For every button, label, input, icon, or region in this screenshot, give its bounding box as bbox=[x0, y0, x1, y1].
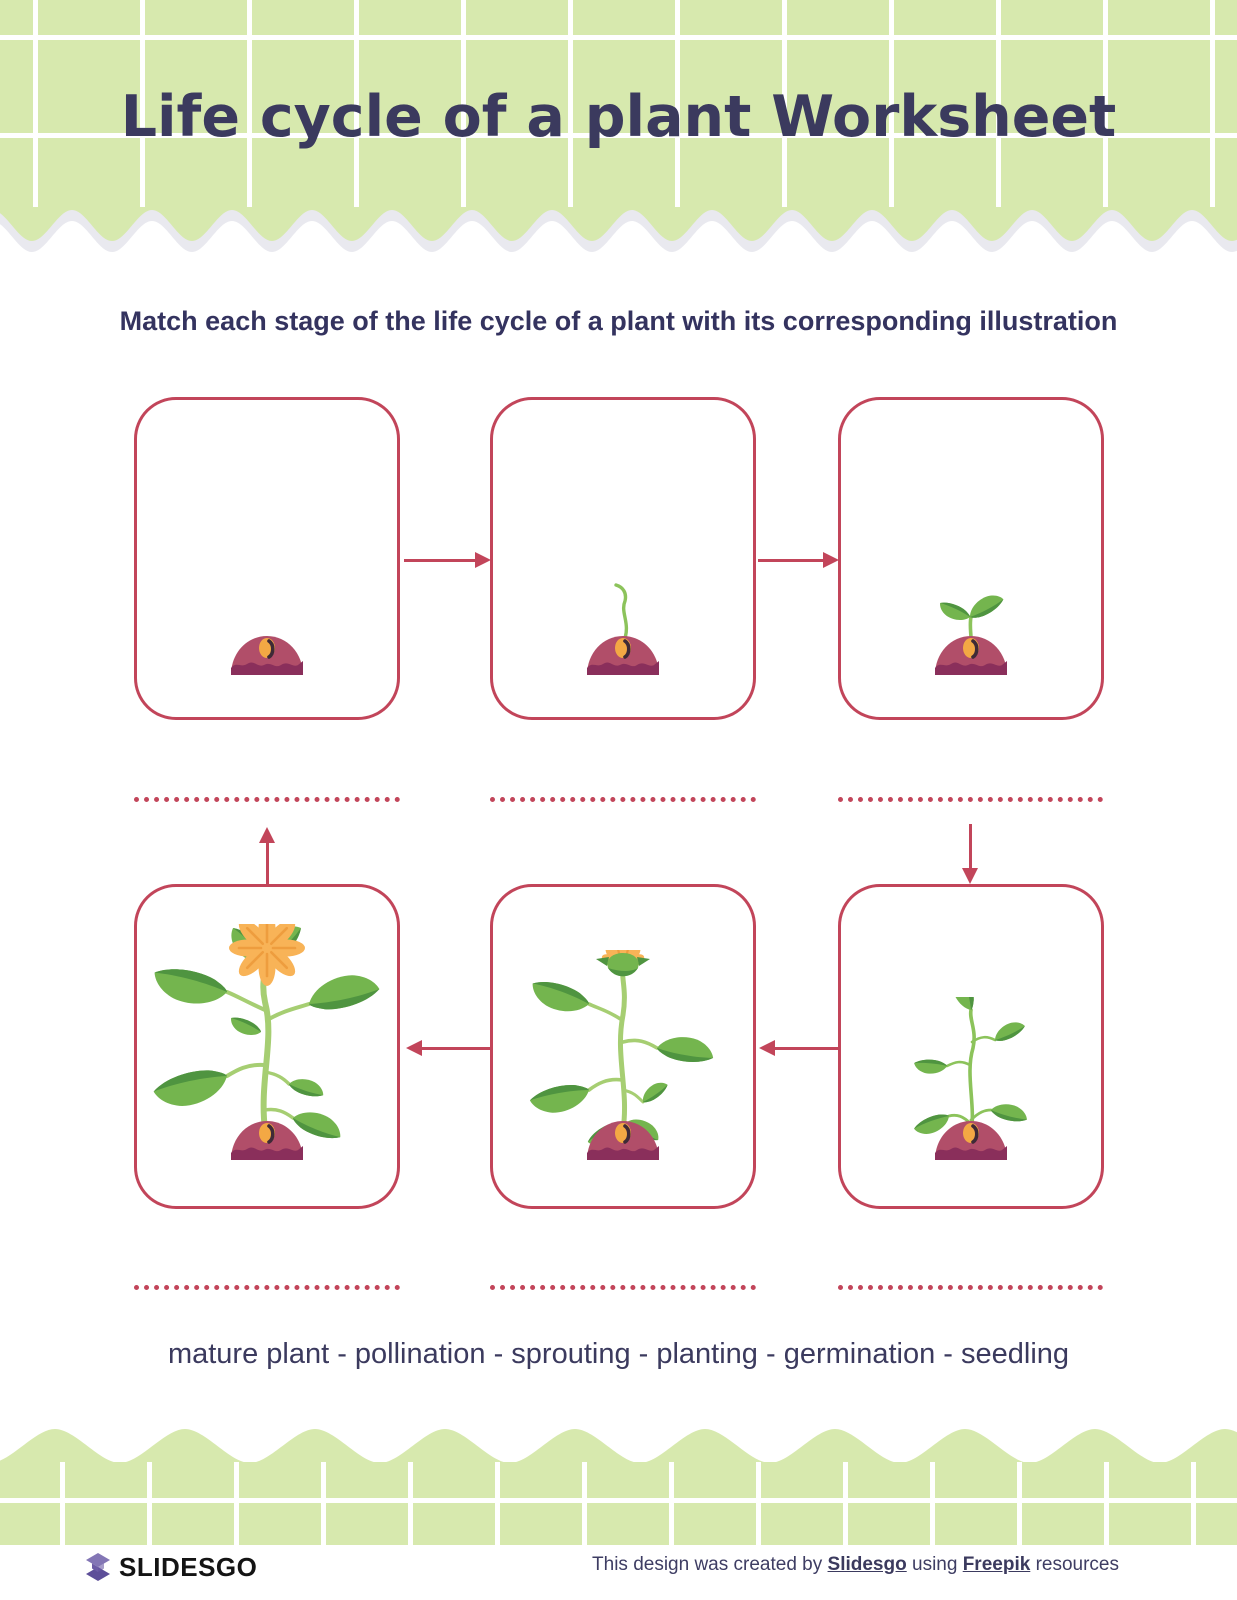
answer-line-2[interactable] bbox=[490, 797, 756, 802]
planting-illustration bbox=[229, 634, 305, 677]
arrow-2-3 bbox=[758, 552, 839, 568]
answer-line-3[interactable] bbox=[838, 797, 1103, 802]
stage-card-planting[interactable] bbox=[134, 397, 400, 720]
arrow-cycle-up bbox=[259, 827, 275, 884]
answer-line-5[interactable] bbox=[490, 1285, 756, 1290]
slidesgo-logo: SLIDESGO bbox=[85, 1545, 257, 1589]
stage-card-mature-plant[interactable] bbox=[134, 884, 400, 1209]
slidesgo-logo-text: SLIDESGO bbox=[119, 1551, 258, 1582]
stage-card-germination[interactable] bbox=[490, 397, 756, 720]
instruction-text: Match each stage of the life cycle of a … bbox=[119, 306, 1118, 336]
slidesgo-logo-icon bbox=[86, 1553, 110, 1581]
credit-text: This design was created by Slidesgo usin… bbox=[592, 1554, 1119, 1576]
bottom-banner-wave bbox=[0, 1429, 1237, 1469]
footer: SLIDESGO This design was created by Slid… bbox=[0, 1545, 1237, 1600]
arrow-3-4-down bbox=[962, 824, 978, 884]
credit-link-freepik[interactable]: Freepik bbox=[962, 1554, 1031, 1575]
stage-card-sprouting[interactable] bbox=[838, 397, 1104, 720]
germination-illustration bbox=[585, 583, 661, 677]
page-title: Life cycle of a plant Worksheet bbox=[120, 84, 1117, 150]
stage-card-pollination[interactable] bbox=[490, 884, 756, 1209]
arrow-1-2 bbox=[404, 552, 491, 568]
top-banner bbox=[0, 0, 1237, 208]
flower-bud bbox=[596, 950, 650, 977]
mature-plant-illustration bbox=[149, 924, 382, 1162]
arrow-4-5 bbox=[759, 1040, 840, 1056]
answer-line-6[interactable] bbox=[134, 1285, 400, 1290]
arrow-5-6 bbox=[406, 1040, 492, 1056]
credit-middle: using bbox=[906, 1554, 963, 1575]
pollination-illustration bbox=[528, 950, 716, 1162]
credit-prefix: This design was created by bbox=[592, 1554, 828, 1575]
word-bank: mature plant - pollination - sprouting -… bbox=[167, 1338, 1070, 1370]
answer-line-4[interactable] bbox=[838, 1285, 1103, 1290]
credit-suffix: resources bbox=[1030, 1554, 1119, 1575]
open-flower bbox=[229, 924, 305, 986]
stage-card-seedling[interactable] bbox=[838, 884, 1104, 1209]
sprouting-illustration bbox=[933, 589, 1009, 677]
top-banner-wave bbox=[0, 207, 1237, 252]
answer-line-1[interactable] bbox=[134, 797, 400, 802]
seedling-illustration bbox=[912, 997, 1030, 1162]
bottom-banner bbox=[0, 1462, 1237, 1545]
credit-link-slidesgo[interactable]: Slidesgo bbox=[827, 1554, 907, 1575]
